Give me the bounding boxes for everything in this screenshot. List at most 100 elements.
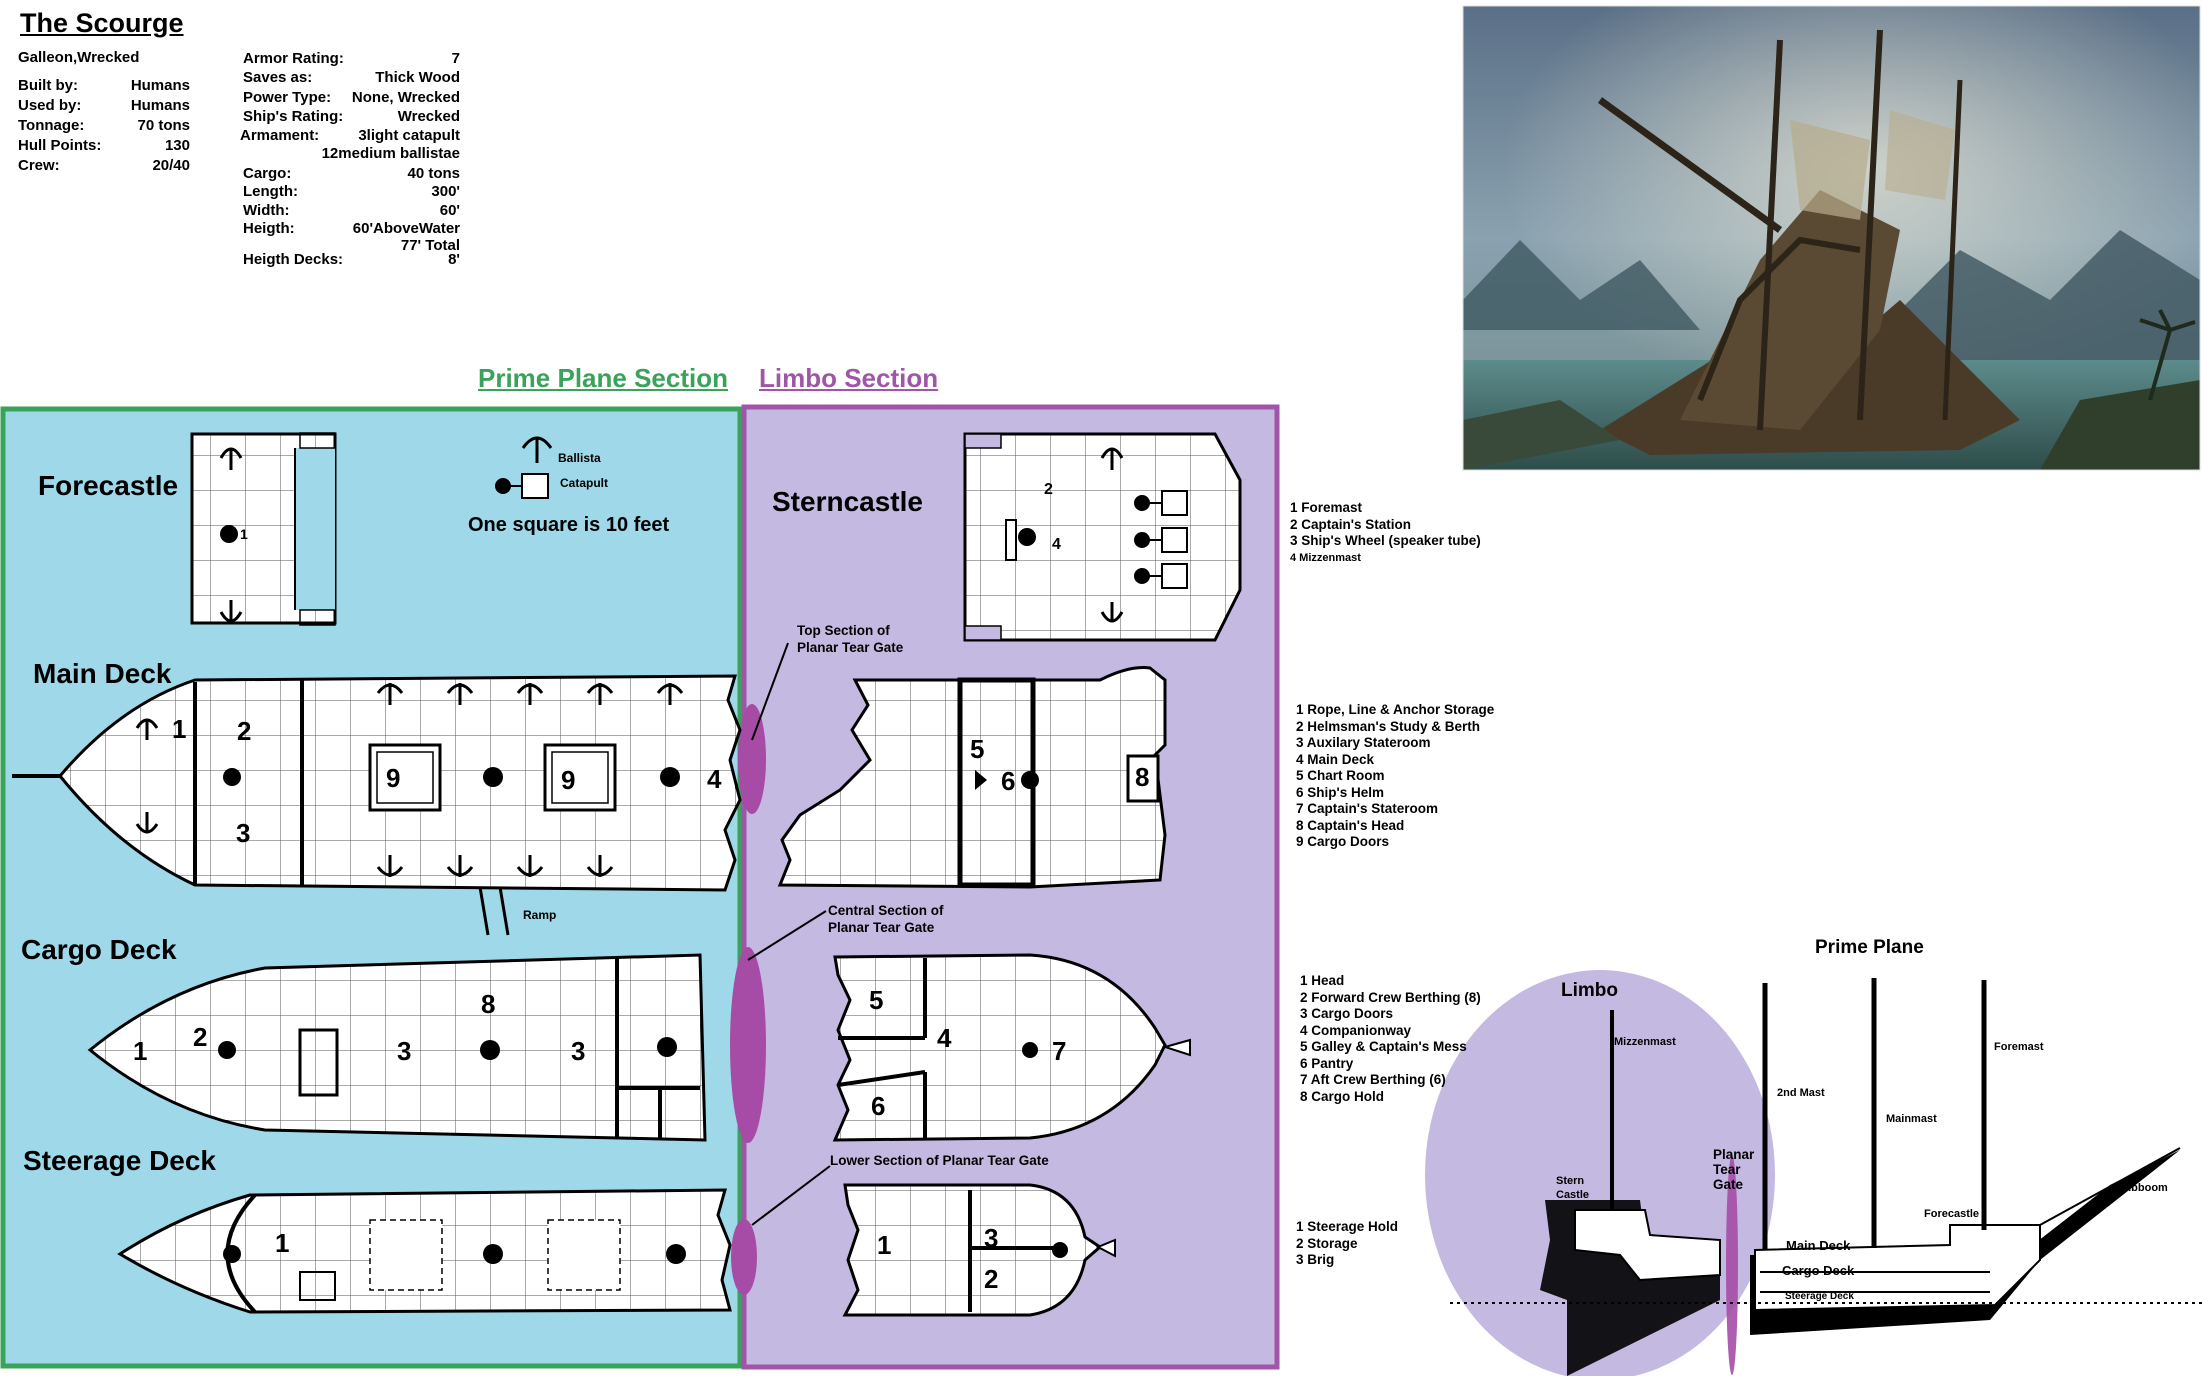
profile-mizzenmast-label: Mizzenmast — [1614, 1036, 1676, 1048]
map-number: 1 — [133, 1036, 148, 1066]
legend-item: 6 Pantry — [1300, 1055, 1354, 1071]
map-number: 6 — [1001, 766, 1016, 796]
legend-item: 7 Aft Crew Berthing (6) — [1300, 1072, 1446, 1087]
profile-jibboom-label: Jibboom — [2122, 1182, 2168, 1194]
profile-cargo-deck-label: Cargo Deck — [1782, 1263, 1855, 1278]
stat-value: Wrecked — [397, 108, 460, 125]
prime-section-title: Prime Plane Section — [478, 363, 728, 393]
map-number: 2 — [193, 1022, 208, 1052]
stat-label: Hull Points: — [18, 137, 102, 154]
cargo-deck-prime-plan — [87, 953, 707, 1142]
stat-value: 300' — [431, 183, 460, 200]
legend-item: 8 Cargo Hold — [1300, 1088, 1385, 1104]
legend-cargo-deck: 1 Head 2 Forward Crew Berthing (8) 3 Car… — [1300, 973, 1481, 1105]
legend-item: 3 Cargo Doors — [1300, 1006, 1394, 1021]
ramp — [478, 886, 510, 936]
stat-value: None, Wrecked — [351, 89, 460, 106]
legend-item: 3 Auxilary Stateroom — [1296, 735, 1431, 750]
stat-value: 7 — [451, 50, 460, 67]
forecastle-plan — [190, 432, 337, 626]
ship-profile — [1425, 970, 2202, 1376]
cargo-deck-limbo-plan — [832, 953, 1191, 1142]
gate-central-label-2: Planar Tear Gate — [828, 920, 935, 935]
profile-main-deck-label: Main Deck — [1786, 1238, 1851, 1253]
stat-label: Heigth: — [243, 220, 295, 237]
stat-label: Ship's Rating: — [243, 108, 344, 125]
legend-item: 4 Companionway — [1300, 1022, 1412, 1038]
sterncastle-label: Sterncastle — [772, 486, 923, 517]
forecastle-label: Forecastle — [38, 470, 179, 501]
legend-item: 9 Cargo Doors — [1296, 834, 1390, 849]
map-number: 3 — [236, 818, 251, 848]
catapult-key-label: Catapult — [560, 476, 608, 490]
legend-item: 5 Chart Room — [1296, 768, 1385, 783]
limbo-section-title: Limbo Section — [759, 363, 939, 393]
gate-central — [730, 947, 766, 1143]
stat-value: Humans — [130, 77, 190, 94]
stat-label: Saves as: — [243, 69, 313, 86]
gate-lower-leader — [751, 1165, 831, 1226]
gate-central-leader — [747, 910, 827, 961]
map-number: 3 — [571, 1036, 586, 1066]
map-number: 1 — [275, 1228, 290, 1258]
legend-item: 7 Captain's Stateroom — [1296, 801, 1438, 816]
profile-prime-title: Prime Plane — [1815, 937, 1924, 958]
map-number: 1 — [172, 714, 187, 744]
map-number: 1 — [877, 1230, 892, 1260]
stat-value: 3light catapult — [358, 127, 460, 144]
stat-label: Tonnage: — [18, 117, 85, 134]
stat-value: 60'AboveWater — [352, 220, 460, 237]
stat-value: 8' — [448, 251, 460, 268]
legend-item: 4 Mizzenmast — [1290, 551, 1361, 564]
legend-steerage-deck: 1 Steerage Hold 2 Storage 3 Brig — [1296, 1219, 1398, 1269]
ship-name: The Scourge — [20, 8, 184, 38]
stat-label: Used by: — [18, 97, 82, 114]
stat-label: Crew: — [18, 157, 60, 174]
legend-item: 2 Forward Crew Berthing (8) — [1300, 989, 1481, 1005]
map-number: 2 — [1044, 481, 1053, 498]
stat-label: Armament: — [240, 127, 320, 144]
legend-item: 3 Brig — [1296, 1252, 1335, 1267]
profile-stern-label-2: Castle — [1556, 1189, 1590, 1201]
legend-item: 6 Ship's Helm — [1296, 784, 1384, 800]
gate-top-label-1: Top Section of — [797, 623, 890, 638]
gate-lower-label: Lower Section of Planar Tear Gate — [830, 1153, 1049, 1168]
legend-item: 1 Steerage Hold — [1296, 1219, 1399, 1234]
profile-limbo-title: Limbo — [1561, 980, 1618, 1001]
legend-main-deck: 1 Rope, Line & Anchor Storage 2 Helmsman… — [1296, 702, 1494, 851]
main-deck-prime-plan — [12, 674, 742, 892]
ramp-label: Ramp — [523, 908, 557, 922]
map-number: 3 — [397, 1036, 412, 1066]
stat-value: Thick Wood — [375, 69, 460, 86]
legend-item: 2 Helmsman's Study & Berth — [1296, 718, 1481, 734]
legend-item: 1 Foremast — [1290, 500, 1363, 515]
scale-note: One square is 10 feet — [468, 514, 670, 536]
map-number: 1 — [240, 526, 248, 542]
map-number: 8 — [1135, 762, 1150, 792]
map-number: 2 — [237, 716, 252, 746]
map-number: 8 — [481, 989, 496, 1019]
legend-item: 1 Head — [1300, 973, 1345, 988]
map-number: 5 — [869, 985, 884, 1015]
main-deck-label: Main Deck — [33, 658, 172, 689]
profile-mainmast-label: Mainmast — [1886, 1113, 1937, 1125]
gate-top-label-2: Planar Tear Gate — [797, 640, 904, 655]
ballista-key-label: Ballista — [558, 451, 601, 465]
stat-label: Armor Rating: — [243, 50, 344, 67]
legend-item: 4 Main Deck — [1296, 751, 1375, 767]
profile-stern-label-1: Stern — [1556, 1175, 1585, 1187]
gate-lower — [731, 1219, 757, 1295]
legend-item: 2 Storage — [1296, 1235, 1358, 1251]
cargo-deck-label: Cargo Deck — [21, 934, 177, 965]
gate-top — [738, 704, 766, 814]
profile-forecastle-label: Forecastle — [1924, 1208, 1980, 1220]
legend-item: 2 Captain's Station — [1290, 516, 1411, 532]
legend-castle: 1 Foremast 2 Captain's Station 3 Ship's … — [1290, 500, 1481, 566]
map-number: 3 — [1022, 528, 1031, 545]
map-number: 2 — [984, 1264, 999, 1294]
profile-gate-label-3: Gate — [1713, 1177, 1744, 1192]
stat-value: 60' — [439, 202, 460, 219]
map-number: 9 — [561, 765, 576, 795]
profile-gate-label-2: Tear — [1713, 1162, 1741, 1177]
